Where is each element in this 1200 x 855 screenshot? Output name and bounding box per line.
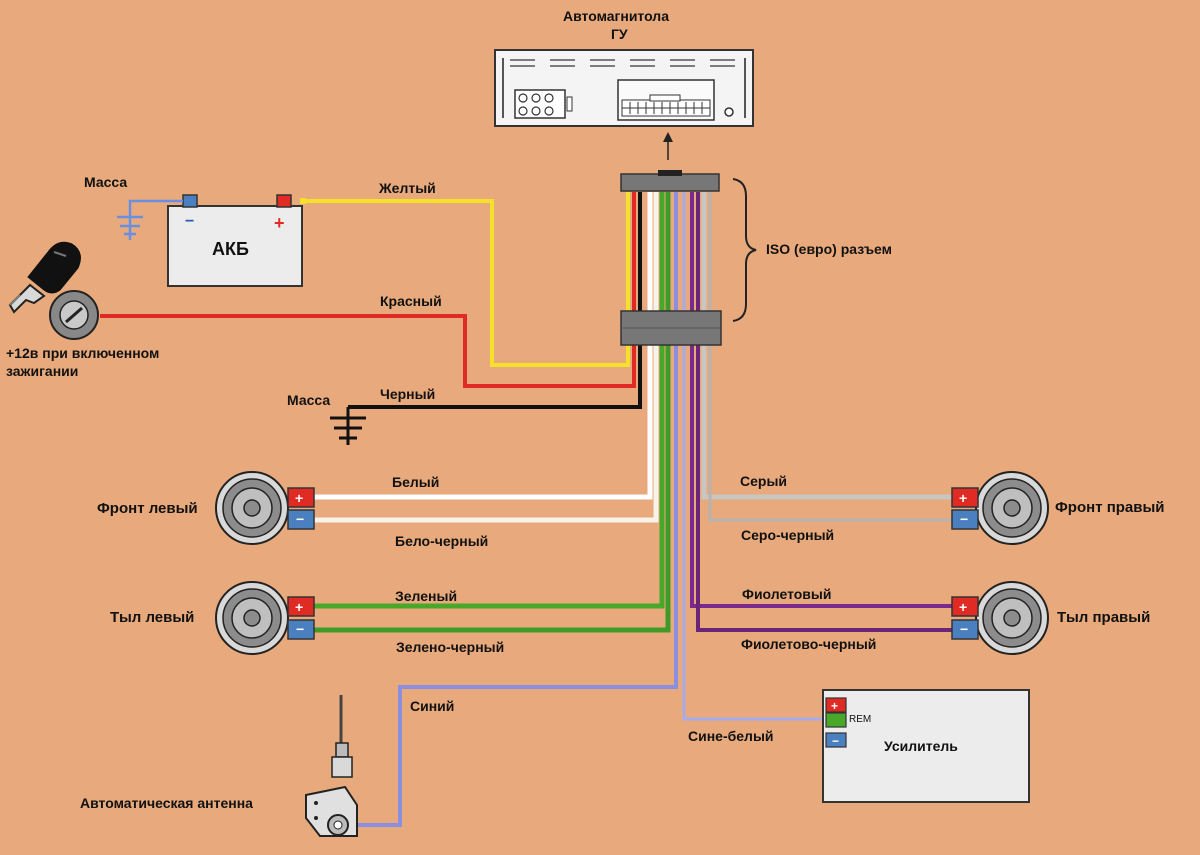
speaker-rear-left: + − — [215, 581, 315, 655]
wire-gray — [701, 192, 952, 500]
wire-label-violet-black: Фиолетово-черный — [741, 636, 877, 652]
speaker-label-front-right: Фронт правый — [1055, 499, 1165, 516]
up-arrow-icon — [663, 132, 673, 160]
wire-label-violet: Фиолетовый — [742, 586, 832, 602]
svg-text:+: + — [959, 490, 967, 506]
wire-blue — [350, 192, 678, 827]
wire-label-blue-white: Сине-белый — [688, 728, 774, 744]
svg-text:+: + — [959, 599, 967, 615]
wire-label-black: Черный — [380, 386, 436, 402]
wire-label-yellow: Желтый — [379, 180, 436, 196]
svg-text:−: − — [296, 621, 304, 637]
wire-yellow — [300, 192, 630, 367]
wire-label-white: Белый — [392, 474, 440, 490]
wire-label-green-black: Зелено-черный — [396, 639, 505, 655]
svg-text:−: − — [832, 734, 839, 748]
speaker-front-left: + − — [215, 471, 315, 545]
wire-label-gray: Серый — [740, 473, 788, 489]
svg-text:−: − — [296, 511, 304, 527]
wire-label-red: Красный — [380, 293, 442, 309]
svg-text:+: + — [295, 599, 303, 615]
amplifier: + − — [822, 689, 1030, 803]
battery-ground-icon — [117, 199, 183, 240]
ignition-label-line2: зажигании — [6, 363, 79, 379]
antenna-label: Автоматическая антенна — [80, 795, 253, 811]
amplifier-rem-label: REM — [849, 714, 872, 725]
speaker-label-front-left: Фронт левый — [97, 500, 198, 517]
wire-blue-white — [682, 192, 826, 721]
head-unit-subtitle: ГУ — [611, 26, 628, 42]
wire-label-gray-black: Серо-черный — [741, 527, 835, 543]
ground-icon — [330, 407, 366, 445]
wire-label-green: Зеленый — [395, 588, 458, 604]
battery-label: АКБ — [212, 239, 249, 259]
connector-label: ISO (евро) разъем — [766, 241, 892, 257]
head-unit-title: Автомагнитола — [563, 8, 669, 24]
iso-connector — [620, 170, 722, 346]
speaker-rear-right: + − — [951, 581, 1049, 655]
ignition-label-line1: +12в при включенном — [6, 345, 160, 361]
svg-text:+: + — [295, 490, 303, 506]
speaker-label-rear-left: Тыл левый — [110, 609, 195, 626]
svg-text:+: + — [831, 699, 838, 713]
svg-text:−: − — [185, 213, 194, 230]
ignition-key-icon — [8, 241, 81, 314]
wire-label-white-black: Бело-черный — [395, 533, 489, 549]
connector-brace — [732, 178, 757, 322]
wire-label-blue: Синий — [410, 698, 455, 714]
speaker-label-rear-right: Тыл правый — [1057, 609, 1151, 626]
svg-text:−: − — [960, 621, 968, 637]
svg-text:−: − — [960, 511, 968, 527]
ground-label: Масса — [287, 392, 331, 408]
antenna-icon — [305, 695, 358, 837]
wire-white-black — [314, 192, 659, 523]
wire-gray-black — [708, 192, 952, 522]
battery: − + — [167, 194, 306, 287]
speaker-front-right: + − — [951, 471, 1049, 545]
head-unit — [494, 49, 754, 127]
svg-text:+: + — [274, 213, 285, 233]
wire-violet-black — [696, 192, 952, 632]
wire-white — [314, 192, 653, 500]
amplifier-label: Усилитель — [884, 738, 958, 754]
wire-black — [348, 192, 642, 409]
ignition-lock-icon — [49, 290, 99, 340]
battery-ground-label: Масса — [84, 174, 128, 190]
